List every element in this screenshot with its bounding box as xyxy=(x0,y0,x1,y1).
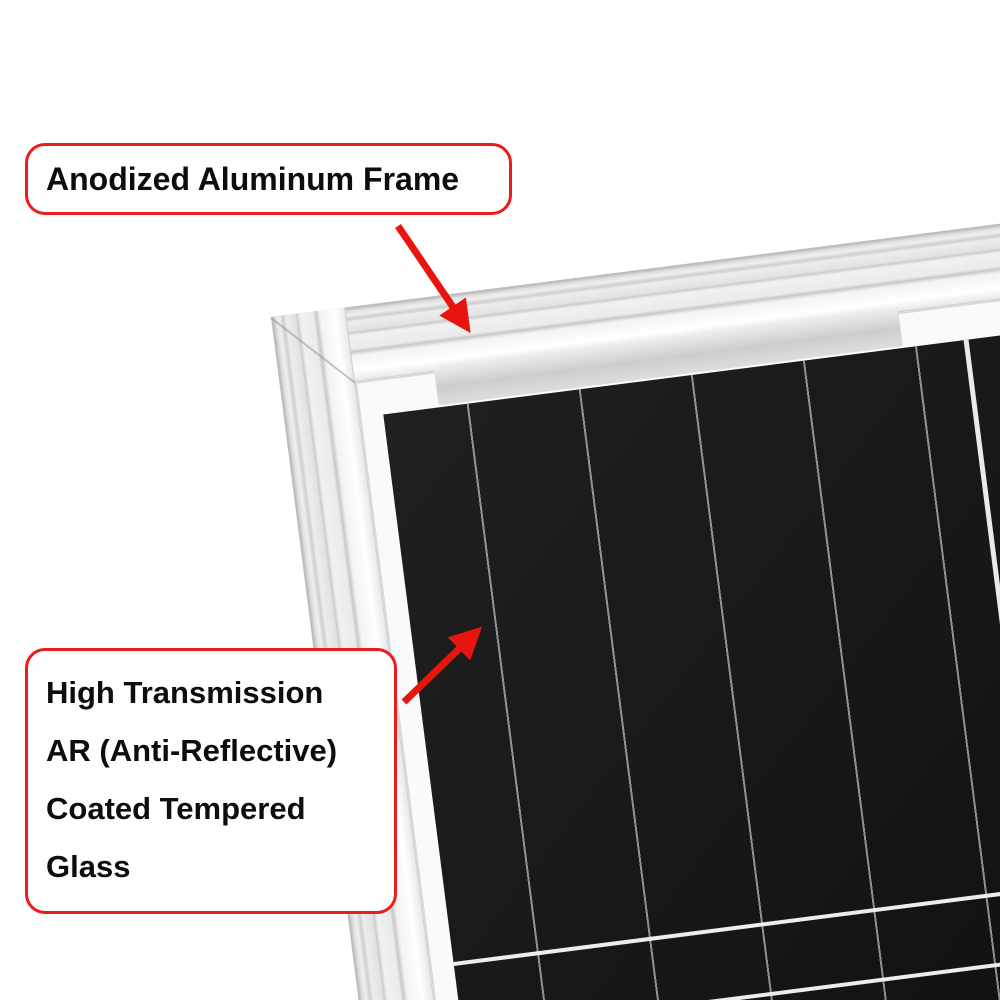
callout-glass-line-1: High Transmission xyxy=(46,675,324,710)
callout-glass-line-4: Glass xyxy=(46,849,131,884)
callout-aluminum-frame-label: Anodized Aluminum Frame xyxy=(46,160,460,197)
cell-gap-horizontal xyxy=(453,815,1000,967)
callout-aluminum-frame: Anodized Aluminum Frame xyxy=(25,143,512,215)
callout-tempered-glass: High Transmission AR (Anti-Reflective) C… xyxy=(25,648,397,914)
callout-glass-line-2: AR (Anti-Reflective) xyxy=(46,733,338,768)
cell-gap-vertical xyxy=(963,339,1000,1000)
callout-glass-line-3: Coated Tempered xyxy=(46,791,306,826)
